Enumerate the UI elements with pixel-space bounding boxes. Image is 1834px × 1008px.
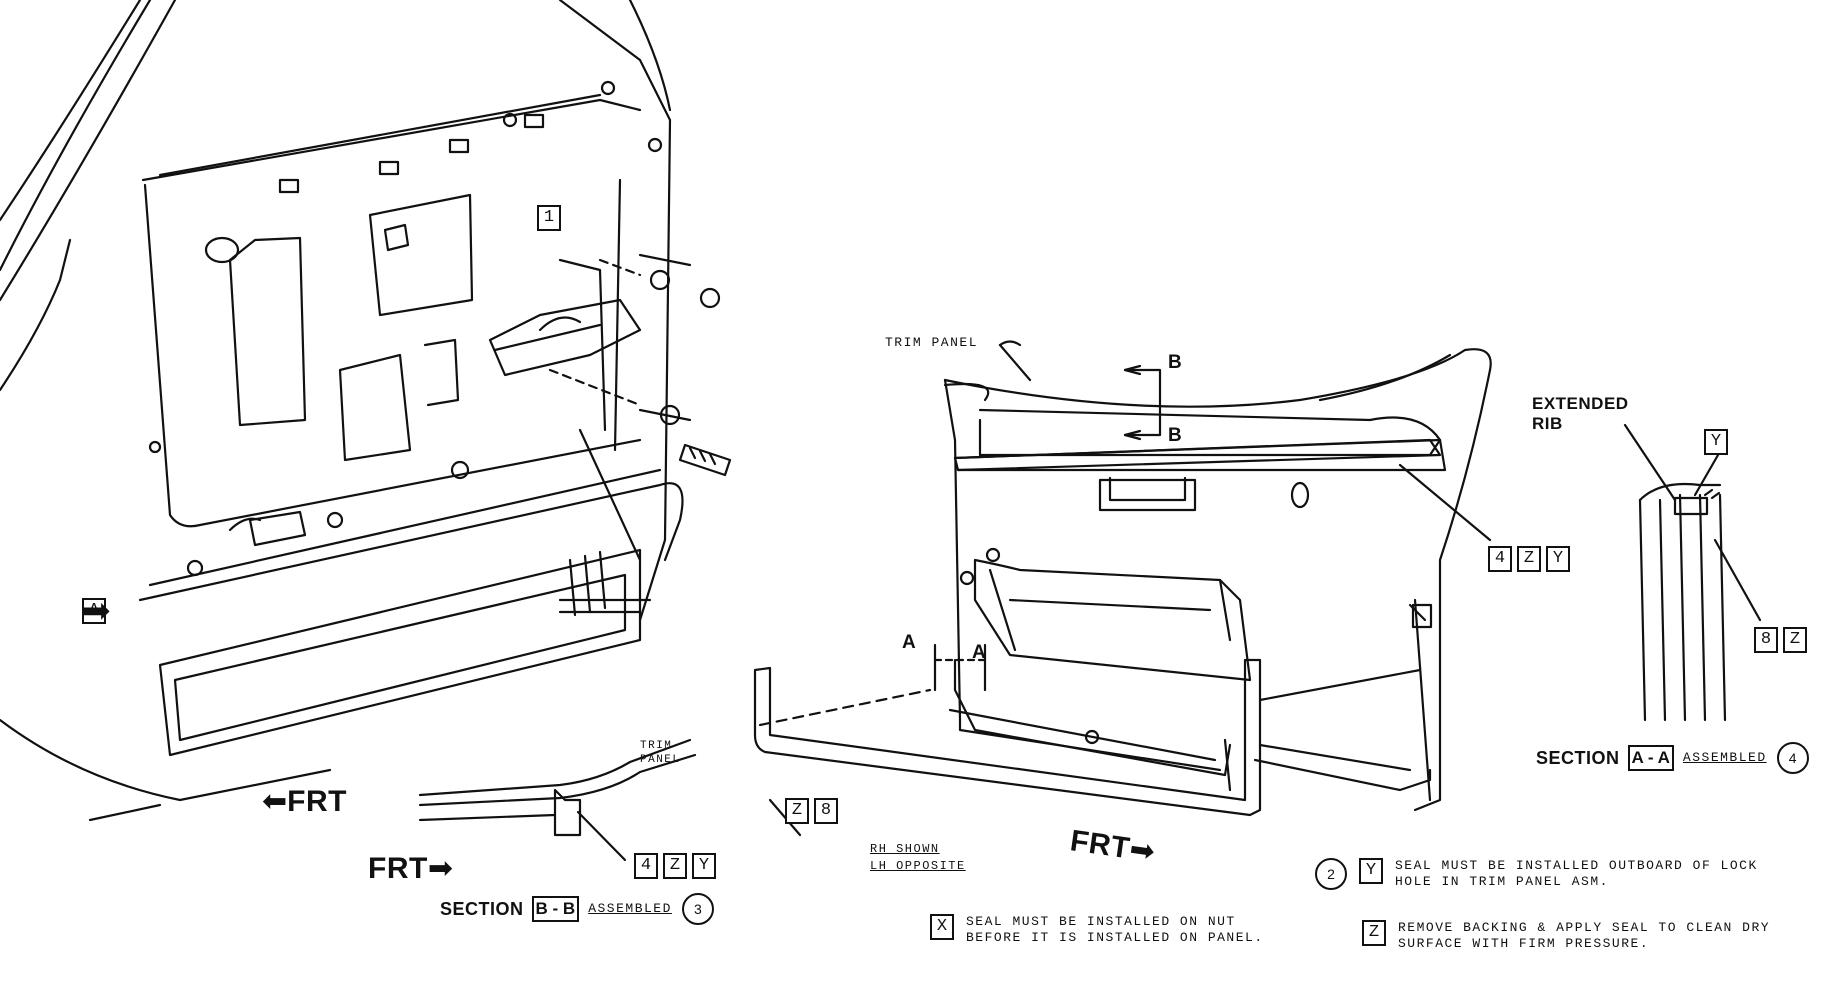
section-b-b-key: B - B [531, 896, 580, 922]
note-x: X SEAL MUST BE INSTALLED ON NUT BEFORE I… [930, 914, 1264, 947]
frt-left-label: FRT [287, 785, 347, 818]
lh-opposite-label: LH OPPOSITE [870, 859, 966, 873]
callout-set-4zy-upper: 4 Z Y [1488, 546, 1575, 572]
section-b-label-top: B [1168, 352, 1183, 373]
note-x-line-1: SEAL MUST BE INSTALLED ON NUT [966, 914, 1236, 929]
callout-1: 1 [537, 205, 566, 231]
section-b-b-sketch [418, 738, 697, 862]
callout-y-box: Y [692, 853, 716, 879]
note-x-key: X [930, 914, 954, 940]
callout-set-4zy-section-b: 4 Z Y [634, 853, 721, 879]
callout-y-box: Y [1546, 546, 1570, 572]
frt-section-label: FRT [368, 852, 428, 885]
section-a-marker-left: A ➡ [82, 594, 111, 628]
callout-a-box: A [82, 598, 106, 624]
callout-set-z8: Z 8 [785, 798, 843, 824]
section-a-a-number: 4 [1776, 742, 1809, 774]
note-x-line-2: BEFORE IT IS INSTALLED ON PANEL. [966, 930, 1264, 946]
note-y-key: Y [1359, 858, 1383, 884]
arrow-right-icon: ➡ [1127, 832, 1157, 869]
trim-panel-drawing [753, 340, 1492, 837]
callout-8-box: 8 [1754, 627, 1778, 653]
callout-8-box: 8 [814, 798, 838, 824]
callout-z-box: Z [1517, 546, 1541, 572]
callout-4-box: 4 [634, 853, 658, 879]
section-b-b-assembled: ASSEMBLED [588, 900, 672, 916]
section-b-b-prefix: SECTION [440, 898, 524, 919]
note-z: Z REMOVE BACKING & APPLY SEAL TO CLEAN D… [1362, 920, 1770, 953]
callout-4-box: 4 [1488, 546, 1512, 572]
section-a-a-key: A - A [1627, 745, 1674, 771]
section-a-a-assembled: ASSEMBLED [1682, 749, 1767, 765]
extended-rib-label: EXTENDED RIB [1532, 394, 1629, 434]
note-z-key: Z [1362, 920, 1386, 946]
section-a-label-right: A [972, 642, 987, 663]
door-inner-panel [0, 0, 732, 822]
callout-y-box: Y [1704, 429, 1728, 455]
callout-z-box: Z [785, 798, 809, 824]
callout-set-8z: 8 Z [1754, 627, 1812, 653]
rh-shown-label: RH SHOWN [870, 842, 940, 856]
trim-panel-label: TRIM PANEL [885, 335, 979, 350]
section-a-a-prefix: SECTION [1536, 747, 1620, 768]
note-y: 2 Y SEAL MUST BE INSTALLED OUTBOARD OF L… [1315, 858, 1758, 891]
section-a-a-caption: SECTION A - A ASSEMBLED 4 [1536, 742, 1809, 774]
callout-z-box: Z [663, 853, 687, 879]
arrow-right-icon: ➡ [82, 592, 111, 630]
arrow-right-icon: ➡ [427, 852, 453, 885]
frt-indicator-section: FRT ➡ [368, 852, 453, 886]
note-z-line-1: REMOVE BACKING & APPLY SEAL TO CLEAN DRY [1398, 920, 1771, 935]
note-z-line-2: SURFACE WITH FIRM PRESSURE. [1398, 936, 1650, 952]
section-b-b-caption: SECTION B - B ASSEMBLED 3 [440, 893, 714, 925]
note-y-circle: 2 [1315, 858, 1347, 890]
section-b-label-bottom: B [1168, 425, 1183, 446]
note-y-line-1: SEAL MUST BE INSTALLED OUTBOARD OF LOCK [1395, 858, 1758, 873]
arrow-left-icon: ⬅ [262, 785, 288, 818]
callout-z-box: Z [1783, 627, 1807, 653]
frt-indicator-left: ⬅ FRT [262, 785, 347, 819]
section-b-b-number: 3 [681, 893, 714, 925]
section-a-a-sketch [1623, 423, 1762, 722]
callout-y-rib: Y [1704, 429, 1733, 455]
trim-panel-small-label: TRIM PANEL [640, 740, 681, 766]
section-a-label-left: A [902, 632, 917, 653]
callout-1-box: 1 [537, 205, 561, 231]
note-y-line-2: HOLE IN TRIM PANEL ASM. [1395, 874, 1609, 890]
